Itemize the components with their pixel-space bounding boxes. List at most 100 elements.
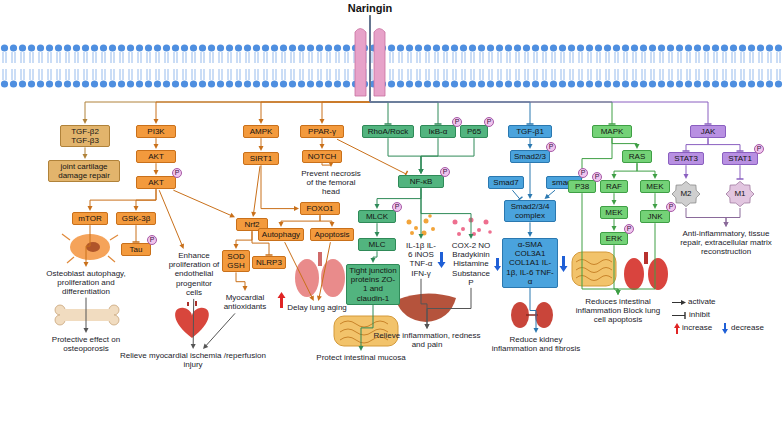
node-text: Prevent necrosis of the femoral head (297, 169, 365, 197)
pathway-box: mTOR (72, 212, 108, 225)
activate-arrow (84, 225, 91, 267)
pathway-box: NF-κB (398, 175, 444, 188)
pathway-box: α-SMA COL3A1 COL1A1 IL-1β, IL-6 TNF-α (502, 238, 558, 288)
pathway-box: P38 (568, 180, 596, 193)
node-text: AKT (139, 178, 173, 187)
activate-arrow (154, 16, 371, 124)
phosphorylation-mark: P (172, 168, 182, 178)
node-text: Myocardial antioxidants (215, 293, 275, 311)
pathway-box: GSK-3β (116, 212, 156, 225)
node-text: SOD GSH (225, 252, 247, 270)
node-text: joint cartilage damage repair (51, 162, 117, 180)
node-text: Smad7 (491, 178, 521, 187)
activate-arrow (251, 166, 260, 217)
heart (175, 301, 209, 338)
activate-arrow (154, 163, 159, 175)
effect-text: Protect intestinal mucosa (296, 352, 426, 363)
activate-arrow (259, 138, 264, 151)
node-text: NLRP3 (255, 258, 283, 267)
bone (55, 305, 119, 325)
node-text: TGF-β1 (511, 127, 549, 136)
node-text: ERK (603, 234, 625, 243)
activate-arrow (544, 190, 555, 199)
node-text: MAPK (595, 127, 629, 136)
activate-arrow (236, 272, 248, 291)
phosphorylation-mark: P (624, 224, 634, 234)
legend-text: activate (688, 297, 716, 306)
pathway-box: AMPK (243, 125, 279, 138)
activate-arrow (375, 223, 380, 237)
activate-arrow (528, 138, 533, 149)
inhibit-line (370, 16, 712, 124)
activate-arrow (388, 138, 424, 174)
activate-arrow (234, 231, 253, 249)
effect-text: IL-1β IL-6 iNOS TNF-α IFN-γ (404, 240, 438, 279)
liver (396, 293, 456, 322)
phosphorylation-mark: P (147, 235, 157, 245)
phosphorylation-mark: P (578, 168, 588, 178)
pathway-box: joint cartilage damage repair (48, 160, 120, 182)
node-text: Protective effect on osteoporosis (29, 335, 143, 353)
pathway-box: P65 (460, 125, 488, 138)
node-text: Delay lung aging (283, 303, 351, 312)
pathway-box: Tight junction proteins ZO-1 and claudin… (346, 264, 400, 305)
effect-text: Anti-inflammatory, tissue repair, extrac… (674, 228, 778, 258)
activate-arrow (614, 245, 621, 295)
inhibit-line (708, 138, 744, 151)
node-text: GSK-3β (119, 214, 153, 223)
node-text: AKT (139, 152, 173, 161)
effect-text: COX-2 NO Bradykinin Histamine Substance … (448, 240, 494, 288)
inhibit-line (683, 138, 709, 151)
pathway-box: MEK (600, 206, 628, 219)
node-text: Osteoblast autophagy, proliferation and … (41, 269, 131, 297)
legend-text: increase (682, 323, 712, 332)
lung (624, 252, 668, 290)
activate-arrow (88, 189, 157, 211)
activate-arrow (134, 189, 157, 211)
legend-text: inhibit (689, 310, 710, 319)
mediator-dots (453, 218, 492, 237)
node-text: PI3K (139, 127, 173, 136)
activate-arrow (528, 222, 533, 237)
activate-arrow (530, 288, 539, 333)
activate-arrow (637, 163, 658, 179)
activate-arrow (259, 16, 371, 124)
node-text: α-SMA COL3A1 COL1A1 IL-1β, IL-6 TNF-α (505, 240, 555, 286)
phosphorylation-mark: P (666, 202, 676, 212)
activate-arrow (612, 138, 640, 149)
node-text: COX-2 NO Bradykinin Histamine Substance … (449, 241, 493, 287)
phosphorylation-mark: P (592, 172, 602, 182)
activate-arrow (159, 190, 184, 249)
node-text: Tight junction proteins ZO-1 and claudin… (349, 266, 397, 303)
node-text: MLCK (361, 212, 393, 221)
node-text: P38 (571, 182, 593, 191)
node-text: Relieve myocardial ischemia /reperfusion… (119, 351, 267, 369)
activate-arrow (320, 215, 335, 227)
activate-arrow (83, 147, 88, 159)
node-text: Smad2/3 (513, 152, 547, 161)
effect-text: Myocardial antioxidants (214, 292, 276, 312)
drug-name: Naringin (345, 2, 395, 15)
node-text: PPAR-γ (303, 127, 341, 136)
lung (295, 252, 345, 297)
pathway-box: STAT1 (722, 152, 758, 165)
node-text: MEK (643, 182, 667, 191)
node-text: MLC (361, 240, 393, 249)
activate-arrow (317, 242, 330, 301)
activate-arrow (83, 16, 371, 124)
pathway-box: JNK (640, 210, 670, 223)
inhibit-line (370, 16, 534, 124)
pathway-box: TGF-β2 TGF-β3 (60, 125, 110, 147)
activate-arrow (421, 279, 430, 329)
effect-text: Reduces intestinal inflammation Block lu… (568, 296, 668, 326)
pathway-box: Autophagy (258, 228, 304, 241)
increase-arrow (278, 292, 286, 308)
node-text: TGF-β2 TGF-β3 (63, 127, 107, 145)
node-text: RhoA/Rock (365, 127, 411, 136)
pathway-box: SIRT1 (243, 152, 279, 165)
effect-text: Relieve inflammation, redness and pain (372, 330, 482, 350)
node-text: NOTCH (305, 152, 339, 161)
pathway-box: STAT3 (668, 152, 704, 165)
activate-arrow (612, 163, 638, 179)
